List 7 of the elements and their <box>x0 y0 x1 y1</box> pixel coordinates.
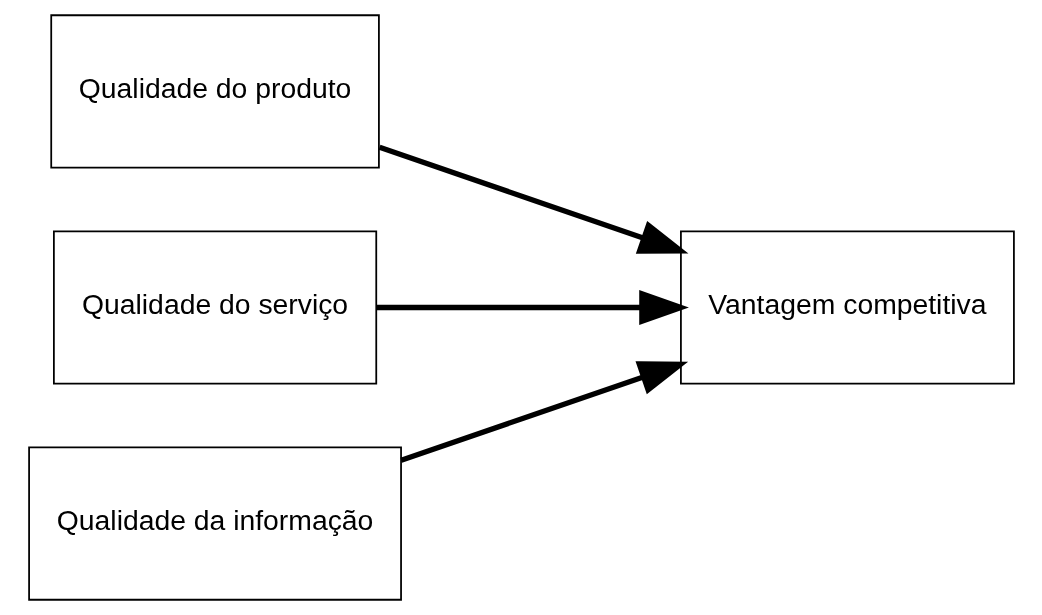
arrow <box>378 144 688 254</box>
arrow <box>399 361 688 463</box>
arrow <box>375 290 689 325</box>
node-box: Qualidade da informação <box>27 446 402 601</box>
node-box: Qualidade do serviço <box>52 230 377 385</box>
node-box: Qualidade do produto <box>49 14 380 169</box>
node-box: Vantagem competitiva <box>679 230 1015 385</box>
